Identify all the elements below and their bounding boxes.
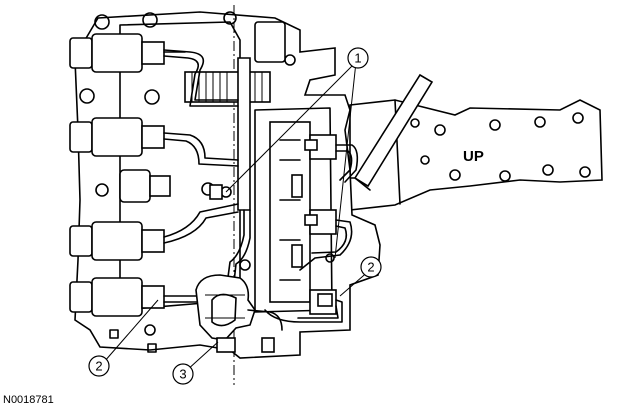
solenoid-1 xyxy=(69,33,186,73)
harness-connector xyxy=(195,274,283,353)
solenoid-3 xyxy=(119,169,171,203)
callout-3: 3 xyxy=(172,363,194,385)
callout-2-left: 2 xyxy=(88,355,110,377)
callout-1-label: 1 xyxy=(354,51,361,66)
callout-2-left-label: 2 xyxy=(95,359,102,374)
solenoid-4 xyxy=(69,221,165,261)
wiring-harness xyxy=(163,49,359,323)
callout-3-label: 3 xyxy=(179,367,186,382)
solenoid-5 xyxy=(69,277,165,317)
callouts: 1 2 2 3 xyxy=(88,47,382,385)
callout-2-right-label: 2 xyxy=(367,260,374,275)
callout-2-right: 2 xyxy=(360,256,382,278)
mounting-bracket: UP xyxy=(349,99,603,211)
up-label: UP xyxy=(463,148,484,165)
figure-code: N0018781 xyxy=(3,394,54,406)
solenoid-row xyxy=(69,33,186,317)
solenoid-2 xyxy=(69,117,165,157)
right-solenoid-row xyxy=(269,121,337,315)
callout-1: 1 xyxy=(347,47,369,69)
